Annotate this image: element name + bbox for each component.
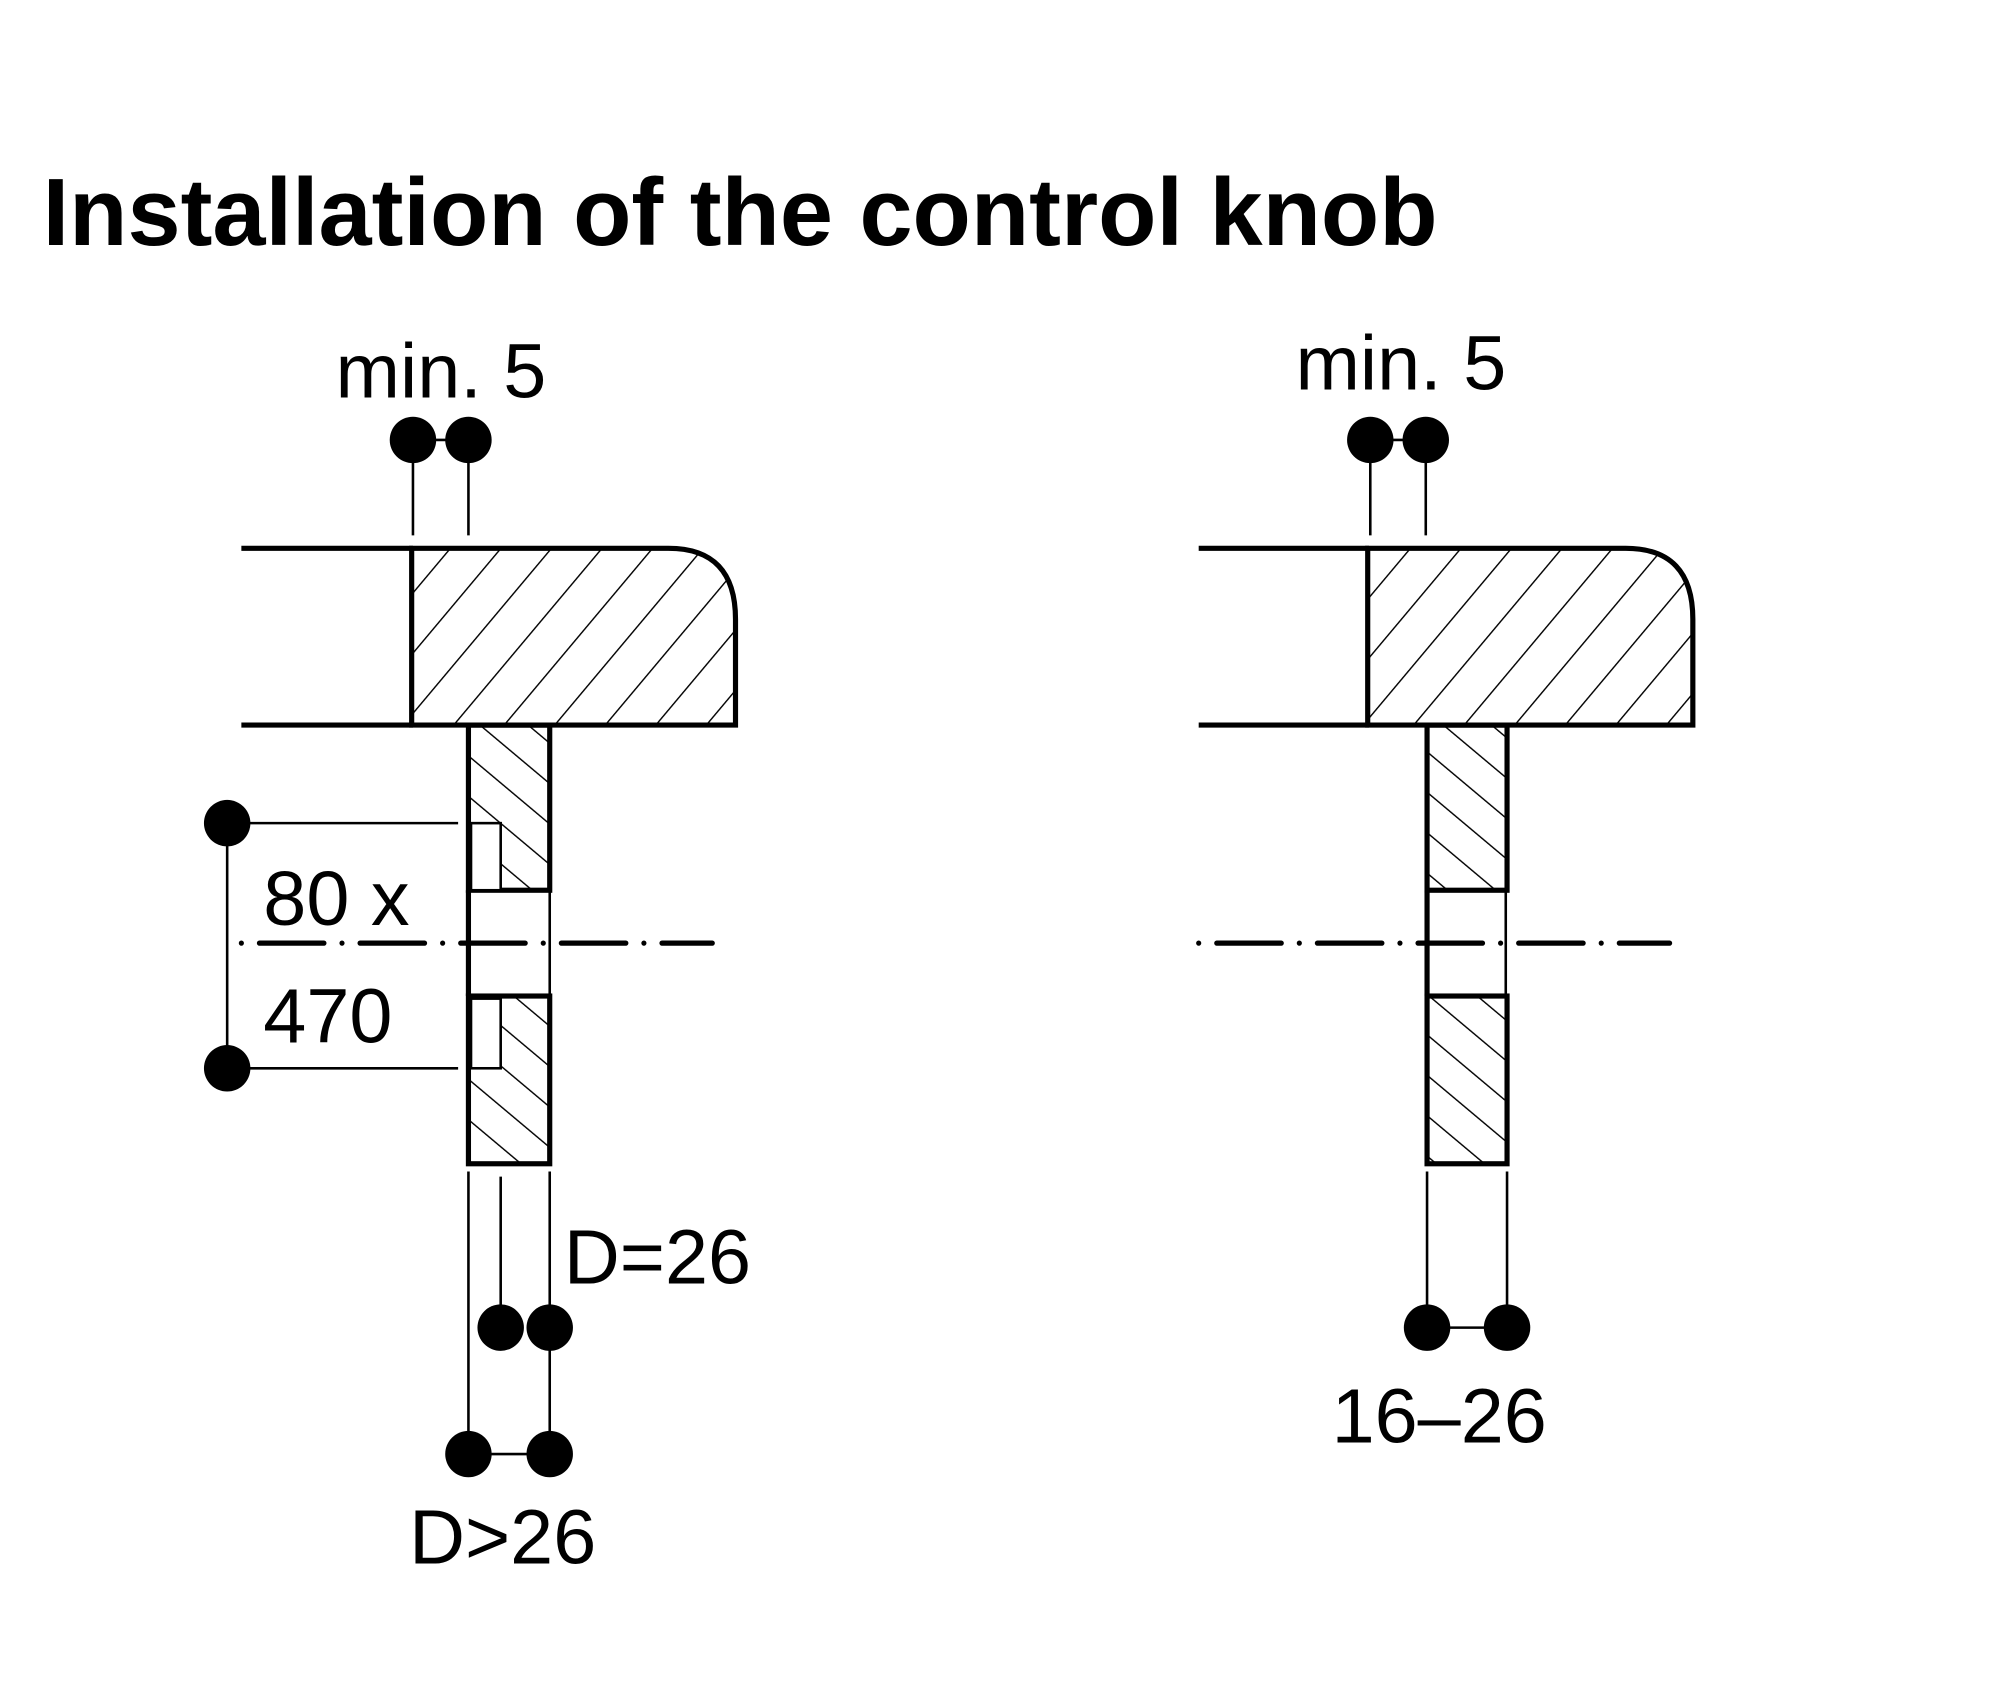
min-gap-dimension [389,416,492,536]
countertop-section [1198,545,1696,728]
page-title: Installation of the control knob [43,160,1438,266]
min-gap-dimension [1347,416,1449,536]
thickness-dimension [445,1171,573,1478]
cutout-label-line2: 470 [263,973,392,1059]
min-gap-label: min. 5 [336,328,547,414]
front-panel-section [1424,722,1510,1167]
left-diagram: min. 5 80 x 470 [203,328,751,1581]
thickness-range-label: 16–26 [1332,1373,1547,1459]
right-diagram: min. 5 16–26 [1196,321,1696,1459]
thickness-equal-label: D=26 [564,1215,751,1301]
cutout-label-line1: 80 x [263,856,409,942]
cutout-height-dimension [203,799,459,1092]
min-gap-label: min. 5 [1295,321,1506,407]
countertop-section [241,545,739,728]
thickness-greater-label: D>26 [409,1495,596,1581]
thickness-dimension [1403,1171,1531,1351]
